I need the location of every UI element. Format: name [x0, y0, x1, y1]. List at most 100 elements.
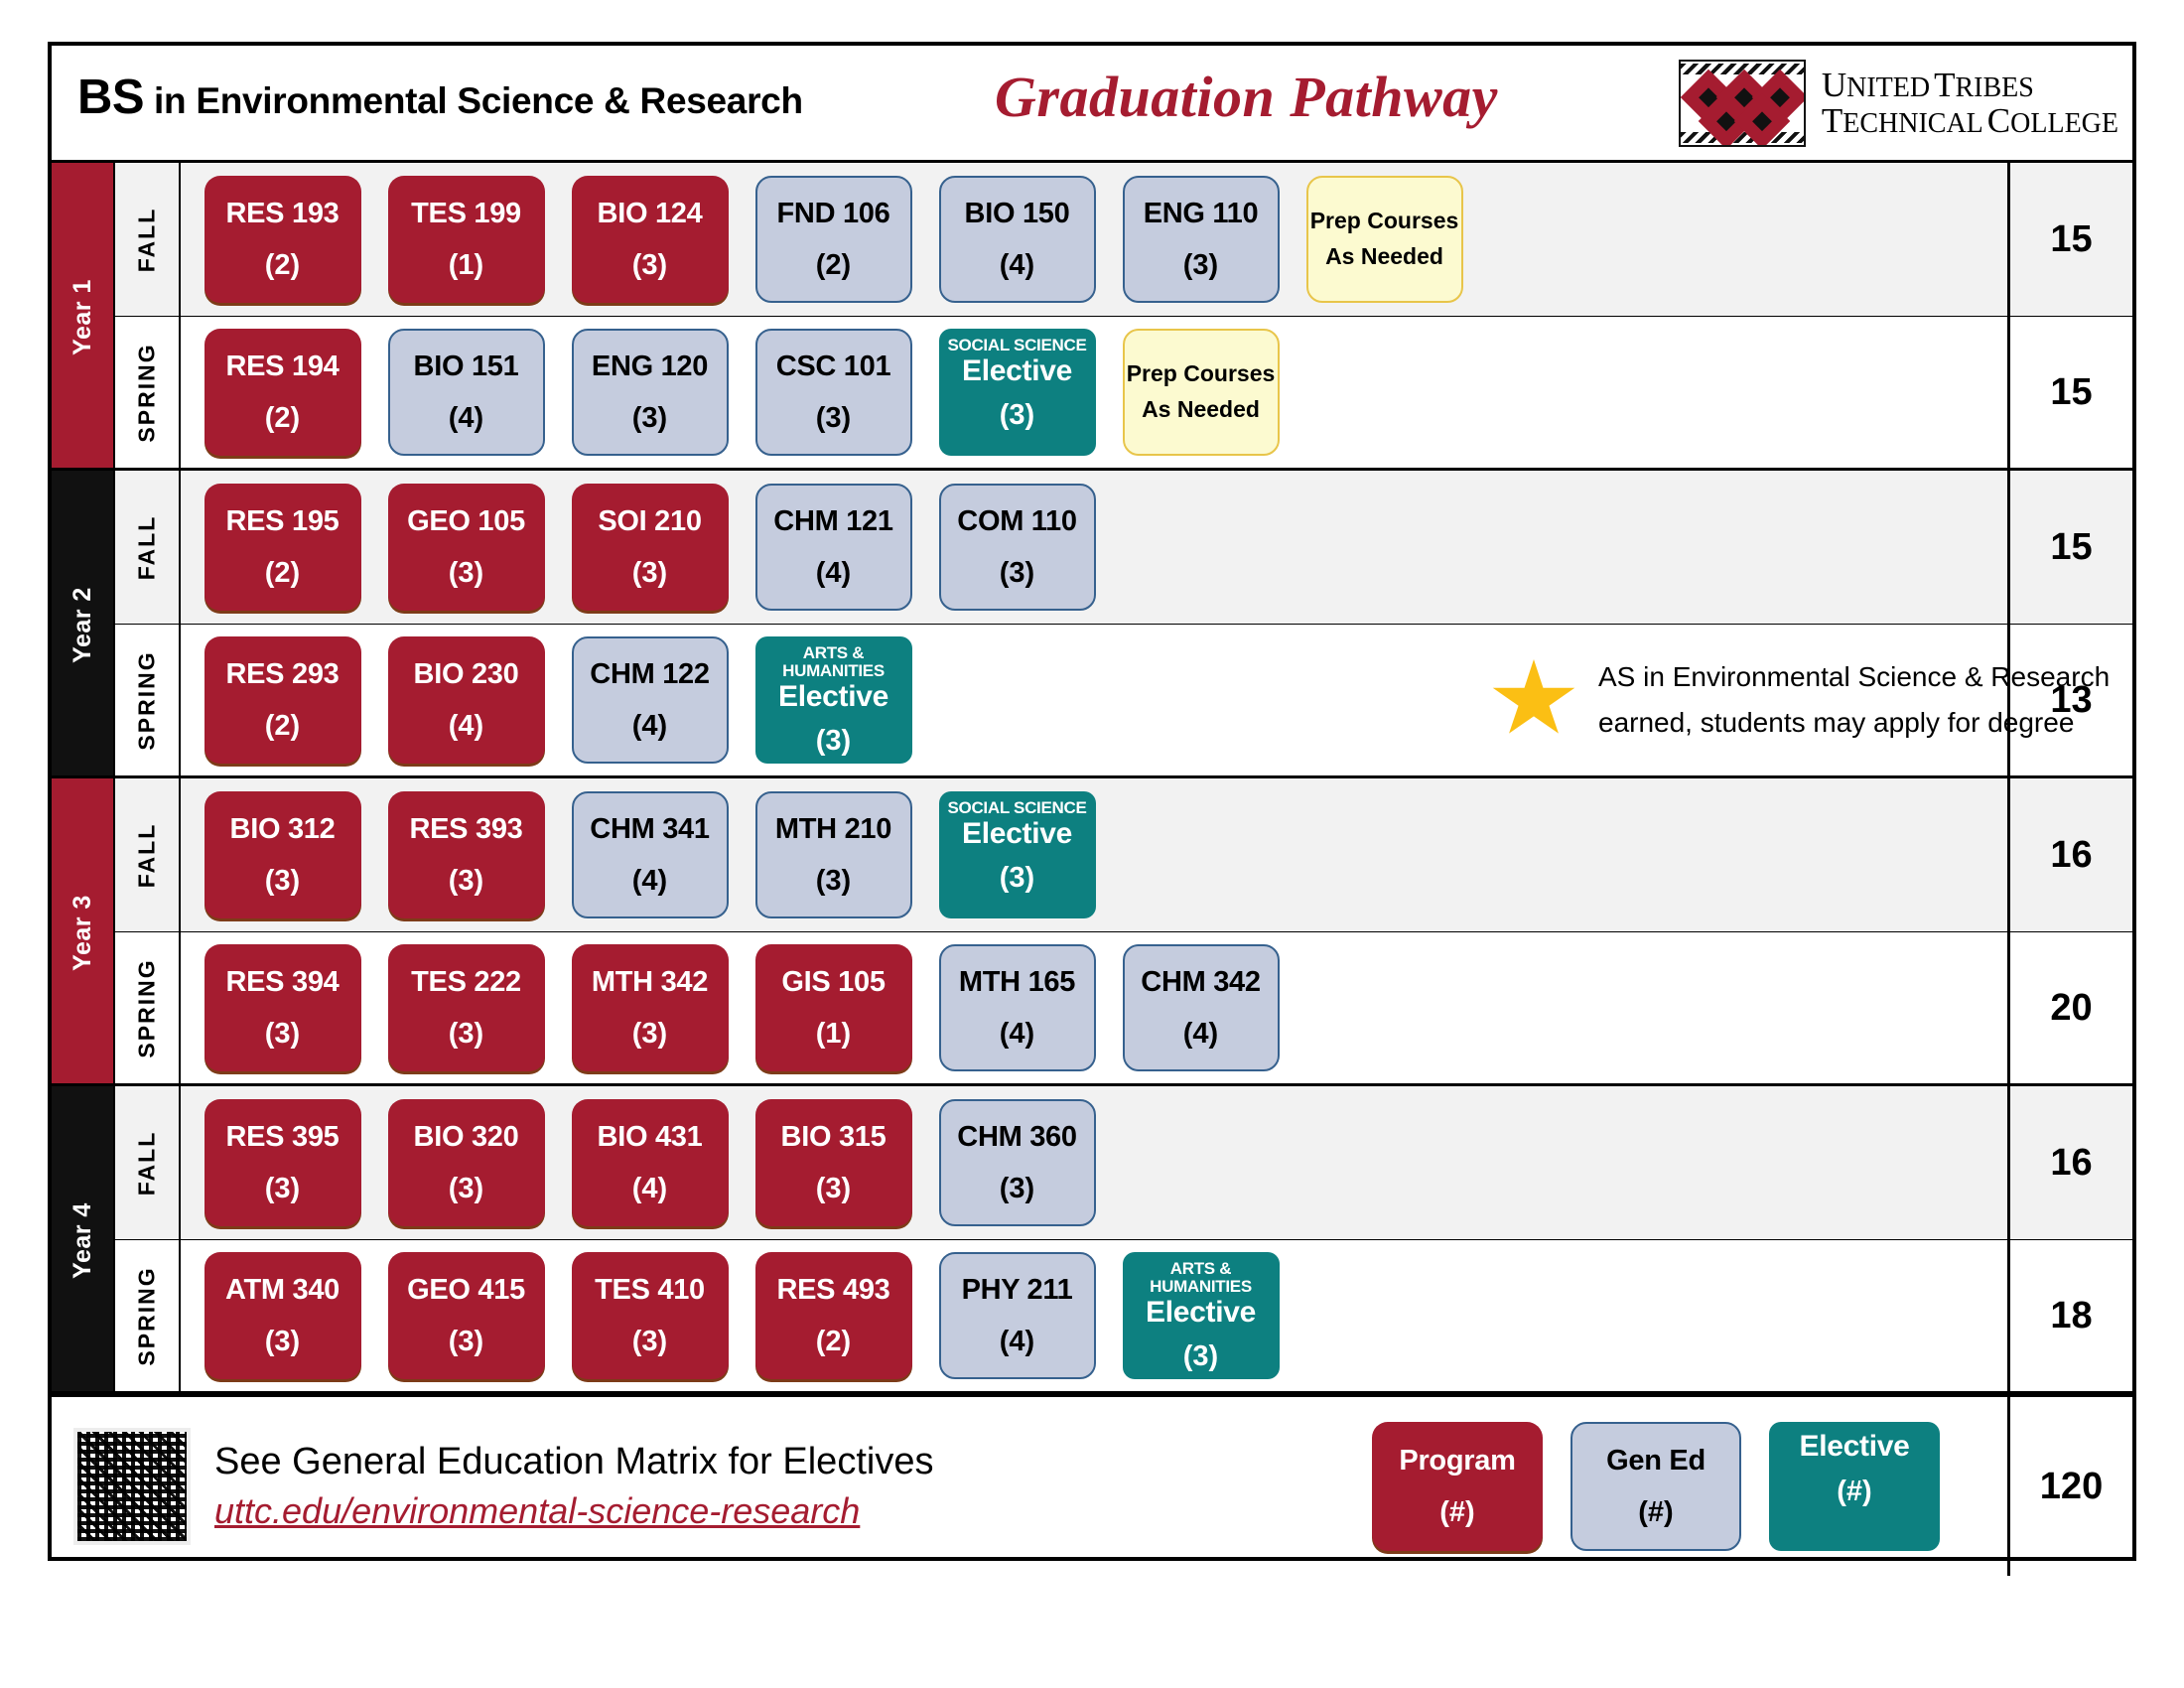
- program-course-box[interactable]: BIO 315(3): [754, 1099, 912, 1226]
- gened-course-box[interactable]: BIO 150(4): [938, 176, 1096, 303]
- program-course-box[interactable]: ATM 340(3): [204, 1252, 361, 1379]
- course-code: RES 493: [776, 1273, 890, 1306]
- pathway-sheet: BS in Environmental Science & Research G…: [48, 42, 2136, 1576]
- course-slot: MTH 342(3): [558, 932, 742, 1083]
- term-label: SPRING: [113, 1240, 181, 1391]
- course-code: BIO 124: [597, 197, 703, 229]
- course-credits: (3): [631, 249, 668, 281]
- program-course-box[interactable]: TES 199(1): [387, 176, 545, 303]
- gened-course-box[interactable]: CHM 342(4): [1122, 944, 1280, 1071]
- course-code: BIO 312: [229, 812, 336, 845]
- gened-course-box[interactable]: COM 110(3): [938, 484, 1096, 611]
- program-course-box[interactable]: RES 393(3): [387, 791, 545, 918]
- elective-box[interactable]: Elective(#): [1769, 1422, 1940, 1551]
- course-credits: (3): [448, 1018, 484, 1050]
- gened-course-box[interactable]: ENG 110(3): [1122, 176, 1280, 303]
- page-title: BS in Environmental Science & Research: [77, 73, 803, 122]
- program-course-box[interactable]: BIO 320(3): [387, 1099, 545, 1226]
- program-course-box[interactable]: BIO 124 (3): [571, 176, 729, 303]
- program-course-box[interactable]: RES 293(2): [204, 636, 361, 764]
- program-course-box[interactable]: TES 410(3): [571, 1252, 729, 1379]
- program-course-box[interactable]: SOI 210 (3): [571, 484, 729, 611]
- course-code: BIO 230: [413, 657, 519, 690]
- gened-course-box[interactable]: CHM 360(3): [938, 1099, 1096, 1226]
- program-course-box[interactable]: GEO 105(3): [387, 484, 545, 611]
- legend: Program(#)Gen Ed(#)Elective(#): [1372, 1422, 1940, 1551]
- program-course-box[interactable]: RES 395(3): [204, 1099, 361, 1226]
- course-code: ENG 110: [1143, 197, 1259, 229]
- term-label: FALL: [113, 1086, 181, 1239]
- course-code: BIO 151: [413, 350, 519, 382]
- course-credits: (3): [815, 865, 852, 897]
- term-label-text: FALL: [133, 514, 160, 580]
- course-code: SOI 210: [598, 504, 702, 537]
- course-slot: ENG 110(3): [1109, 163, 1293, 316]
- course-slot: BIO 151 (4): [374, 317, 558, 468]
- gened-course-box[interactable]: CHM 121(4): [754, 484, 912, 611]
- program-course-box[interactable]: GEO 415(3): [387, 1252, 545, 1379]
- program-course-box[interactable]: RES 194(2): [204, 329, 361, 456]
- course-slot: RES 194(2): [191, 317, 374, 468]
- course-credits: (4): [999, 249, 1035, 281]
- header: BS in Environmental Science & Research G…: [52, 46, 2132, 163]
- gened-course-box[interactable]: PHY 211(4): [938, 1252, 1096, 1379]
- course-slot: RES 193(2): [191, 163, 374, 316]
- gened-course-box[interactable]: FND 106(2): [754, 176, 912, 303]
- gened-course-box[interactable]: CSC 101(3): [754, 329, 912, 456]
- program-course-box[interactable]: BIO 230(4): [387, 636, 545, 764]
- course-code: BIO 431: [597, 1120, 703, 1153]
- program-course-box[interactable]: RES 394(3): [204, 944, 361, 1071]
- course-code: Elective: [1145, 1295, 1256, 1329]
- gened-course-box[interactable]: MTH 165(4): [938, 944, 1096, 1071]
- course-credits: (4): [631, 710, 668, 742]
- program-course-box[interactable]: Program(#): [1372, 1422, 1543, 1551]
- course-credits: (3): [999, 399, 1035, 432]
- program-course-box[interactable]: MTH 342(3): [571, 944, 729, 1071]
- course-list: RES 193(2)TES 199(1) BIO 124 (3) FND 106(2)…: [181, 163, 2007, 316]
- course-code: Elective: [961, 353, 1072, 387]
- course-credits: (4): [448, 402, 484, 434]
- program-course-box[interactable]: TES 222(3): [387, 944, 545, 1071]
- program-course-box[interactable]: GIS 105(1): [754, 944, 912, 1071]
- gened-course-box[interactable]: BIO 151 (4): [387, 329, 545, 456]
- course-credits: (3): [264, 1018, 301, 1050]
- course-code: COM 110: [957, 504, 1077, 537]
- course-code: RES 393: [409, 812, 523, 845]
- gened-course-box[interactable]: CHM 341(4): [571, 791, 729, 918]
- gened-course-box[interactable]: MTH 210(3): [754, 791, 912, 918]
- program-course-box[interactable]: RES 493(2): [754, 1252, 912, 1379]
- prep-line-2: As Needed: [1325, 243, 1443, 269]
- gened-course-box[interactable]: Gen Ed(#): [1570, 1422, 1741, 1551]
- gened-course-box[interactable]: CHM 122 (4): [571, 636, 729, 764]
- course-credits: (3): [815, 402, 852, 434]
- qr-code-icon[interactable]: [73, 1428, 191, 1545]
- course-code: Elective: [1799, 1430, 1910, 1463]
- course-slot: RES 394(3): [191, 932, 374, 1083]
- course-list: RES 195(2)GEO 105(3) SOI 210 (3) CHM 121(4)…: [181, 471, 2007, 624]
- prep-line-2: As Needed: [1142, 396, 1260, 422]
- course-code: Elective: [961, 816, 1072, 850]
- program-course-box[interactable]: RES 193(2): [204, 176, 361, 303]
- course-credits: (3): [264, 1326, 301, 1357]
- gened-course-box[interactable]: ENG 120(3): [571, 329, 729, 456]
- year-column-spacer: [52, 317, 113, 468]
- term-label-text: FALL: [133, 1130, 160, 1196]
- course-credits: (3): [631, 557, 668, 589]
- program-course-box[interactable]: BIO 312(3): [204, 791, 361, 918]
- term-label-text: SPRING: [133, 1265, 160, 1366]
- course-code: CHM 122: [590, 657, 710, 690]
- course-slot: RES 293(2): [191, 625, 374, 775]
- program-url-link[interactable]: uttc.edu/environmental-science-research: [214, 1490, 861, 1532]
- program-course-box[interactable]: RES 195(2): [204, 484, 361, 611]
- course-slot: MTH 210(3): [742, 778, 925, 931]
- program-course-box[interactable]: BIO 431(4): [571, 1099, 729, 1226]
- course-credits: (4): [1182, 1018, 1219, 1050]
